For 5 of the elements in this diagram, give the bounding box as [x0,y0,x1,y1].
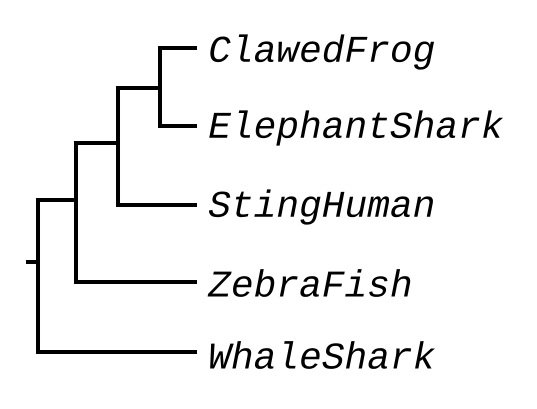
leaf-label: ZebraFish [208,269,410,297]
leaf-label: WhaleShark [210,341,435,369]
leaf-label: ElephantShark [209,110,504,146]
leaf-label: ClawedFrog [210,34,434,70]
leaf-label: StingHuman [208,189,433,225]
